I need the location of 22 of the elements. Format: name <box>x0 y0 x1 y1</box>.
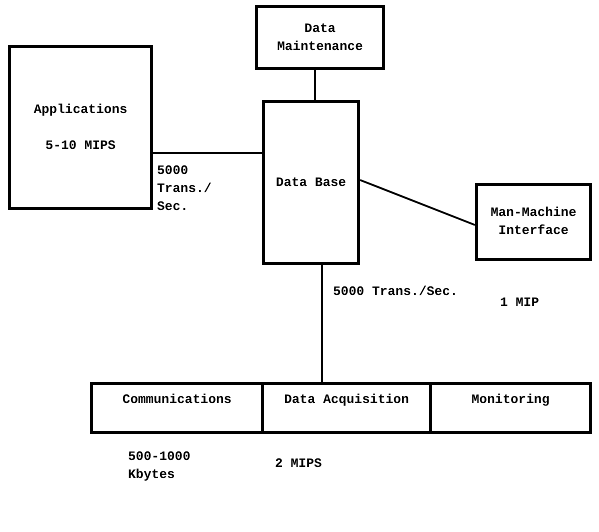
capacity-note: 500-1000 Kbytes <box>128 448 192 484</box>
box-label: Man-Machine Interface <box>490 204 578 240</box>
box-label: Data Base <box>276 174 346 192</box>
capacity-note: 2 MIPS <box>275 455 323 473</box>
process-box <box>90 382 264 434</box>
capacity-note: 1 MIP <box>500 294 540 312</box>
connector-line <box>314 70 316 100</box>
box-label: Data Acquisition <box>284 391 409 409</box>
process-box <box>8 45 153 210</box>
box-label: Data Maintenance <box>276 20 364 56</box>
process-box <box>429 382 592 434</box>
box-label: Communications <box>122 391 232 409</box>
connector-line <box>153 152 262 154</box>
process-box <box>261 382 432 434</box>
box-label: Applications <box>34 100 128 118</box>
connector-line <box>360 179 476 226</box>
process-box <box>475 183 592 261</box>
process-box <box>262 100 360 265</box>
connector-line <box>321 265 323 382</box>
process-box <box>255 5 385 70</box>
box-label: 5-10 MIPS <box>45 136 116 154</box>
box-label: Monitoring <box>471 391 550 409</box>
